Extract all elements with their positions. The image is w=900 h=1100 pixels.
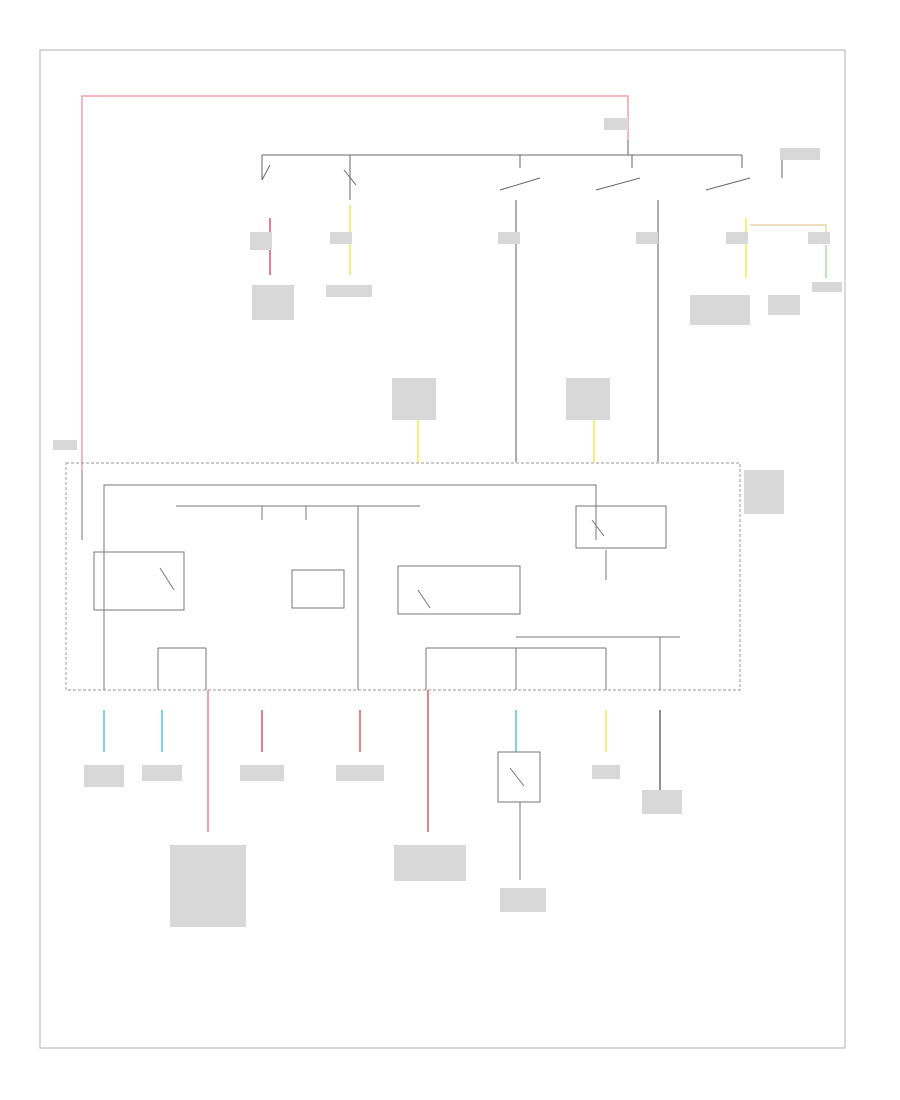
relay-fuel-pump [291,569,345,609]
lower-destination-blocks [84,765,682,927]
relay-blower [575,505,667,549]
junction-internal-wiring [81,470,680,690]
relay-pcm-power [397,565,521,615]
diagram-frame [39,49,846,1049]
switch-lower [497,751,541,880]
central-junction-box [65,462,741,691]
ignition-switch-contacts [261,155,751,200]
hot-feed-wire [81,95,629,470]
relay-starter [93,551,185,611]
destination-label-blocks [53,118,842,514]
